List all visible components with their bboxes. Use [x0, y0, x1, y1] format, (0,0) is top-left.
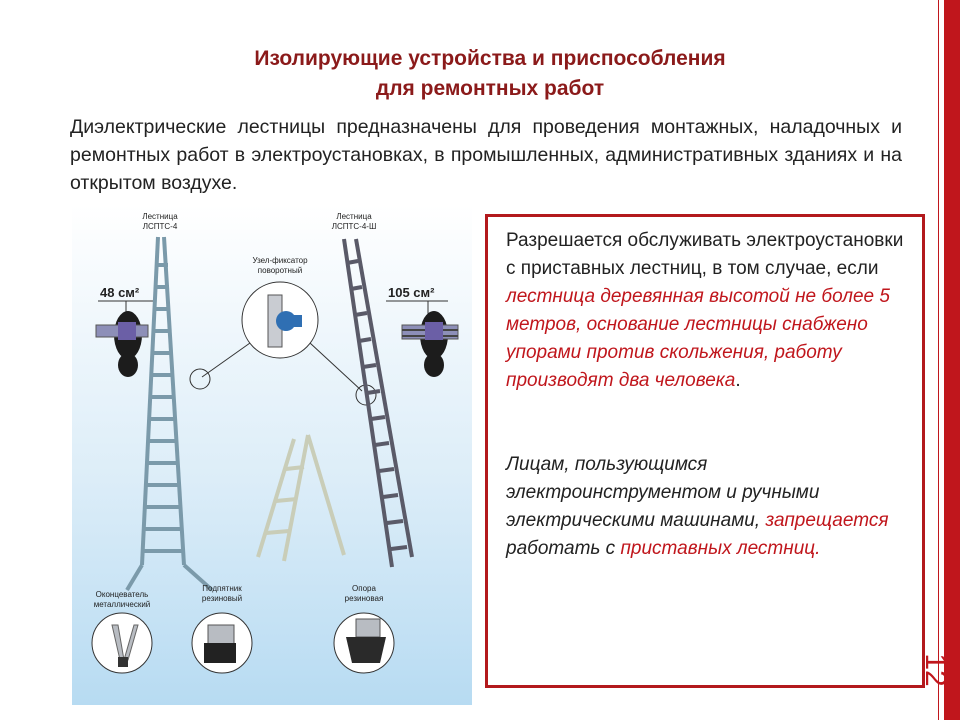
rubber-support-icon: [333, 612, 395, 674]
part1-label-1: Оконцеватель: [96, 590, 149, 599]
ladder1-label-1: Лестница: [142, 212, 178, 221]
area-left-label: 48 см²: [100, 285, 140, 300]
rules-p2-plain: Лицам, пользующимся электроинструментом …: [506, 454, 820, 531]
intro-paragraph: Диэлектрические лестницы предназначены д…: [70, 116, 902, 194]
slide-title-line-1: Изолирующие устройства и приспособления: [254, 47, 726, 70]
part2-label-2: резиновый: [202, 594, 242, 603]
rules-p1-plain: Разрешается обслуживать электроустановки…: [506, 230, 904, 279]
node-label-1: Узел-фиксатор: [252, 256, 308, 265]
shoe-left-icon: [95, 311, 149, 377]
step-ladder: [256, 434, 346, 562]
part3-label-2: резиновая: [345, 594, 384, 603]
right-edge-bar: [944, 0, 960, 720]
ladder-lsp-4-sh: [342, 238, 414, 568]
part1-label-2: металлический: [94, 600, 151, 609]
part3-label-1: Опора: [352, 584, 376, 593]
ladder-drawing: Лестница ЛСПТС-4 Лестница ЛСПТС-4-Ш Узел…: [91, 212, 459, 674]
rules-p2-mid: работать с: [506, 538, 621, 559]
ladder2-label-1: Лестница: [336, 212, 372, 221]
rules-paragraph-2: Лицам, пользующимся электроинструментом …: [506, 451, 904, 563]
node-fixer-icon: [241, 281, 319, 359]
area-right-label: 105 см²: [388, 285, 435, 300]
shoe-right-icon: [401, 311, 459, 377]
rules-p1-end: .: [735, 370, 741, 391]
rules-box: Разрешается обслуживать электроустановки…: [485, 214, 925, 688]
rules-p2-highlight: запрещается: [765, 510, 889, 531]
ladder-illustration: Лестница ЛСПТС-4 Лестница ЛСПТС-4-Ш Узел…: [72, 205, 472, 705]
ladder1-label-2: ЛСПТС-4: [143, 222, 178, 231]
rules-p2-highlight-2: приставных лестниц.: [620, 538, 821, 559]
ladder-lsp-4: [125, 236, 214, 592]
slide-title-line-2: для ремонтных работ: [375, 77, 605, 100]
ladder2-label-2: ЛСПТС-4-Ш: [332, 222, 377, 231]
rubber-foot-icon: [191, 612, 253, 674]
part2-label-1: Подпятник: [202, 584, 242, 593]
right-edge-line: [938, 0, 939, 720]
rules-p1-highlight: лестница деревянная высотой не более 5 м…: [506, 286, 890, 391]
metal-tip-icon: [91, 612, 153, 674]
slide-title: Изолирующие устройства и приспособления …: [120, 44, 860, 104]
node-label-2: поворотный: [258, 266, 302, 275]
rules-paragraph-1: Разрешается обслуживать электроустановки…: [506, 227, 904, 395]
